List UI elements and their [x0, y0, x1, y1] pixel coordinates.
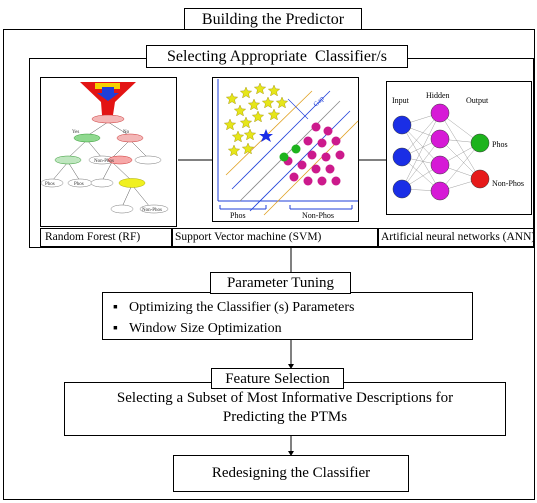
- feature-selection-line1: Selecting a Subset of Most Informative D…: [116, 390, 454, 406]
- arrow-down-icon: [97, 87, 119, 101]
- svm-dot-mark: [291, 144, 301, 154]
- ann-output-label: Output: [466, 96, 489, 105]
- svm-star-mark: [233, 104, 247, 117]
- ann-label: Artificial neural networks (ANN): [381, 231, 536, 243]
- ann-hidden-node: [430, 129, 450, 149]
- svm-star-mark: [223, 118, 237, 131]
- parameter-tuning-title: Parameter Tuning: [226, 275, 335, 291]
- svm-star-mark: [247, 98, 261, 111]
- ann-hidden-label: Hidden: [426, 91, 450, 100]
- svm-label: Support Vector machine (SVM): [175, 231, 322, 243]
- svm-label-box: Support Vector machine (SVM): [172, 228, 378, 247]
- svm-star-mark: [243, 128, 257, 141]
- svm-star-mark: [239, 86, 253, 99]
- ann-link: [439, 138, 481, 180]
- ann-label-box: Artificial neural networks (ANN): [378, 228, 536, 247]
- svm-stars: [223, 82, 289, 157]
- ann-input-node: [392, 147, 412, 167]
- rf-phos-label: Phos: [45, 182, 55, 187]
- svm-dot-mark: [311, 164, 321, 174]
- svm-star-mark: [225, 92, 239, 105]
- svm-star-mark: [241, 142, 255, 155]
- feature-selection-line2: Predicting the PTMs: [222, 409, 348, 425]
- bullet-window-size: Window Size Optimization: [109, 318, 355, 339]
- ann-link: [401, 138, 441, 190]
- predictor-title-box: Building the Predictor: [184, 8, 362, 30]
- svm-diagram: Gap Phos Non-Phos: [212, 77, 359, 222]
- rf-label: Random Forest (RF): [45, 231, 141, 243]
- rf-no-label: No: [123, 130, 130, 135]
- ann-output-node-phos: [470, 133, 490, 153]
- svm-star-mark: [251, 110, 265, 123]
- svm-star-mark: [231, 130, 245, 143]
- svm-dot-mark: [307, 150, 317, 160]
- ann-hidden-node: [430, 181, 450, 201]
- predictor-title: Building the Predictor: [201, 11, 345, 28]
- svm-phos-label: Phos: [230, 211, 246, 220]
- ann-hidden-node: [430, 103, 450, 123]
- parameter-tuning-title-box: Parameter Tuning: [210, 272, 351, 294]
- ann-link: [401, 124, 441, 192]
- svm-dot-mark: [331, 136, 341, 146]
- svm-dot-mark: [331, 176, 341, 186]
- selection-title: Selecting Appropriate Classifier/s: [167, 48, 387, 65]
- svm-star-mark: [239, 116, 253, 129]
- ann-hidden-node: [430, 155, 450, 175]
- ann-link: [401, 112, 441, 158]
- svm-dot-mark: [321, 152, 331, 162]
- svm-dot-mark: [311, 122, 321, 132]
- svm-nonphos-label: Non-Phos: [302, 211, 334, 220]
- svm-star-mark: [267, 84, 281, 97]
- svm-dots: [279, 122, 345, 186]
- svm-star-mark: [253, 82, 267, 95]
- rf-phos-label: Phos: [74, 182, 84, 187]
- parameter-tuning-panel: Optimizing the Classifier (s) Parameters…: [102, 292, 473, 340]
- svm-dot-mark: [303, 176, 313, 186]
- parameter-tuning-list: Optimizing the Classifier (s) Parameters…: [109, 297, 355, 339]
- ann-link: [401, 112, 441, 190]
- svm-dot-mark: [335, 150, 345, 160]
- redesign-title: Redesigning the Classifier: [211, 465, 371, 481]
- svm-star-mark: [275, 96, 289, 109]
- svm-dot-mark: [303, 136, 313, 146]
- rf-label-box: Random Forest (RF): [40, 228, 172, 247]
- svm-support-star: [259, 129, 273, 142]
- svm-dot-mark: [323, 126, 333, 136]
- ann-phos-label: Phos: [492, 140, 508, 149]
- svm-dot-mark: [297, 160, 307, 170]
- feature-selection-title-box: Feature Selection: [211, 368, 344, 389]
- ann-nonphos-label: Non-Phos: [492, 179, 524, 188]
- feature-selection-title: Feature Selection: [225, 371, 330, 387]
- svm-dot-mark: [289, 172, 299, 182]
- svm-dot-mark: [279, 152, 289, 162]
- rf-nonphos-label: Non-Phos: [94, 159, 114, 164]
- ann-link: [439, 112, 481, 180]
- ann-link: [439, 142, 481, 192]
- selection-title-box: Selecting Appropriate Classifier/s: [146, 45, 408, 68]
- svm-star-mark: [227, 144, 241, 157]
- ann-diagram: Input Hidden Output Phos Non-Phos: [386, 81, 532, 215]
- bullet-optimizing-parameters: Optimizing the Classifier (s) Parameters: [109, 297, 355, 318]
- ann-output-node-nonphos: [470, 169, 490, 189]
- svm-dot-mark: [317, 176, 327, 186]
- ann-input-node: [392, 115, 412, 135]
- ann-input-label: Input: [392, 96, 410, 105]
- svm-star-mark: [267, 108, 281, 121]
- svm-dot-mark: [317, 138, 327, 148]
- svm-star-mark: [261, 96, 275, 109]
- random-forest-diagram: Yes No Non-Phos Phos Phos Non-Phos: [40, 77, 177, 227]
- feature-selection-panel: Selecting a Subset of Most Informative D…: [64, 382, 506, 436]
- ann-input-node: [392, 179, 412, 199]
- rf-yes-label: Yes: [72, 130, 79, 135]
- svm-dot-mark: [325, 164, 335, 174]
- rf-nonphos-label: Non-Phos: [142, 208, 162, 213]
- redesign-box: Redesigning the Classifier: [173, 455, 409, 492]
